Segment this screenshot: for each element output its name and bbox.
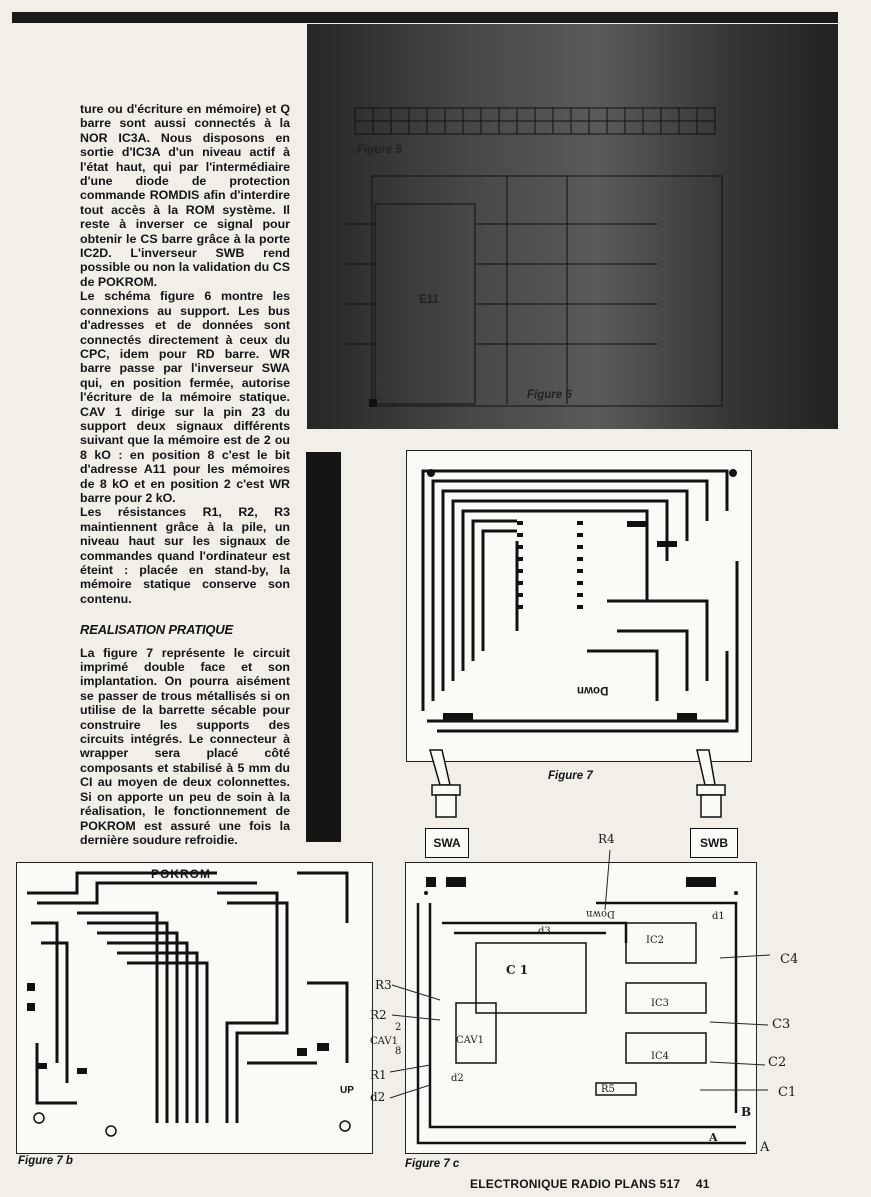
figure-7-ref: figure 7: [103, 645, 154, 660]
edge-b-label: B: [741, 1105, 752, 1119]
ic3-label: IC3: [651, 998, 669, 1009]
paragraph-4: La figure 7 représente le circuit imprim…: [80, 645, 290, 847]
ic2-label: IC2: [646, 935, 664, 946]
page-footer: ELECTRONIQUE RADIO PLANS 517 41: [470, 1177, 710, 1191]
swb-toggle-drawing: [696, 749, 726, 818]
page-number: 41: [695, 1177, 710, 1191]
swa-switch: SWA: [425, 828, 469, 858]
swb-switch: SWB: [690, 828, 738, 858]
r1-annotation: R1: [370, 1068, 387, 1082]
swa-toggle-drawing: [429, 749, 461, 818]
ic4-label: IC4: [651, 1051, 669, 1062]
figure-7b-up-label: UP: [340, 1085, 354, 1096]
figure-6-ref: figure 6: [160, 289, 212, 304]
figure-7c-pcb-traces: [416, 877, 746, 1145]
pos2-annotation: 2: [395, 1022, 402, 1033]
paragraph-1: ture ou d'écriture en mémoire) et Q barr…: [80, 102, 290, 289]
figure-7c-pcb: Down C 1 IC2 IC3 IC4 R5 d1 d2 d3 CAV1 B …: [405, 862, 757, 1154]
cav1-inner-label: CAV1: [456, 1035, 484, 1046]
figure-5-6-schematic: [347, 107, 723, 407]
r5-label: R5: [601, 1084, 615, 1095]
c4-annotation: C4: [780, 952, 799, 967]
article-text-column: ture ou d'écriture en mémoire) et Q barr…: [80, 102, 290, 847]
figure-7-label: Figure 7: [548, 770, 593, 782]
cav1-annotation: CAV1: [370, 1036, 398, 1047]
edge-a-annotation: A: [760, 1140, 770, 1155]
column-divider-bar: [306, 452, 341, 842]
figure-7c-label: Figure 7 c: [405, 1158, 460, 1170]
paragraph-3: Les résistances R1, R2, R3 maintiennent …: [80, 505, 290, 606]
d2-annotation: d2: [370, 1090, 386, 1104]
r4-annotation: R4: [598, 832, 615, 846]
c3-annotation: C3: [772, 1017, 791, 1032]
figure-5-6-panel: Figure 5 Figure 6 E11: [307, 24, 838, 429]
section-heading: REALISATION PRATIQUE: [80, 622, 233, 638]
r3-annotation: R3: [375, 978, 392, 992]
c1-annotation: C1: [778, 1085, 797, 1100]
figure-6-chip-label: E11: [419, 294, 439, 306]
edge-a-inner-label: A: [709, 1131, 718, 1144]
figure-7b-pcb: POKROM UP: [16, 862, 373, 1154]
ic1-label: C 1: [506, 963, 529, 977]
top-rule: [12, 12, 838, 23]
figure-6-label: Figure 6: [527, 389, 572, 401]
figure-7b-label: Figure 7 b: [18, 1155, 73, 1167]
paragraph-2: Le schéma figure 6 montre les connexions…: [80, 289, 290, 505]
d3-label: d3: [538, 926, 551, 937]
figure-5-label: Figure 5: [357, 144, 402, 156]
figure-7b-pcb-traces: [27, 871, 351, 1137]
figure-7-pcb-traces: [421, 469, 739, 733]
pos8-annotation: 8: [395, 1046, 402, 1057]
figure-7-down-label: Down: [577, 684, 609, 696]
annotation-leader-lines: [389, 849, 771, 1099]
r2-annotation: R2: [370, 1008, 387, 1022]
d1-label: d1: [712, 911, 725, 922]
journal-name: ELECTRONIQUE RADIO PLANS 517: [470, 1177, 681, 1191]
figure-7-pcb: Down: [406, 450, 752, 762]
c2-annotation: C2: [768, 1055, 787, 1070]
figure-7b-title: POKROM: [151, 867, 211, 881]
d2-inner-label: d2: [451, 1073, 464, 1084]
